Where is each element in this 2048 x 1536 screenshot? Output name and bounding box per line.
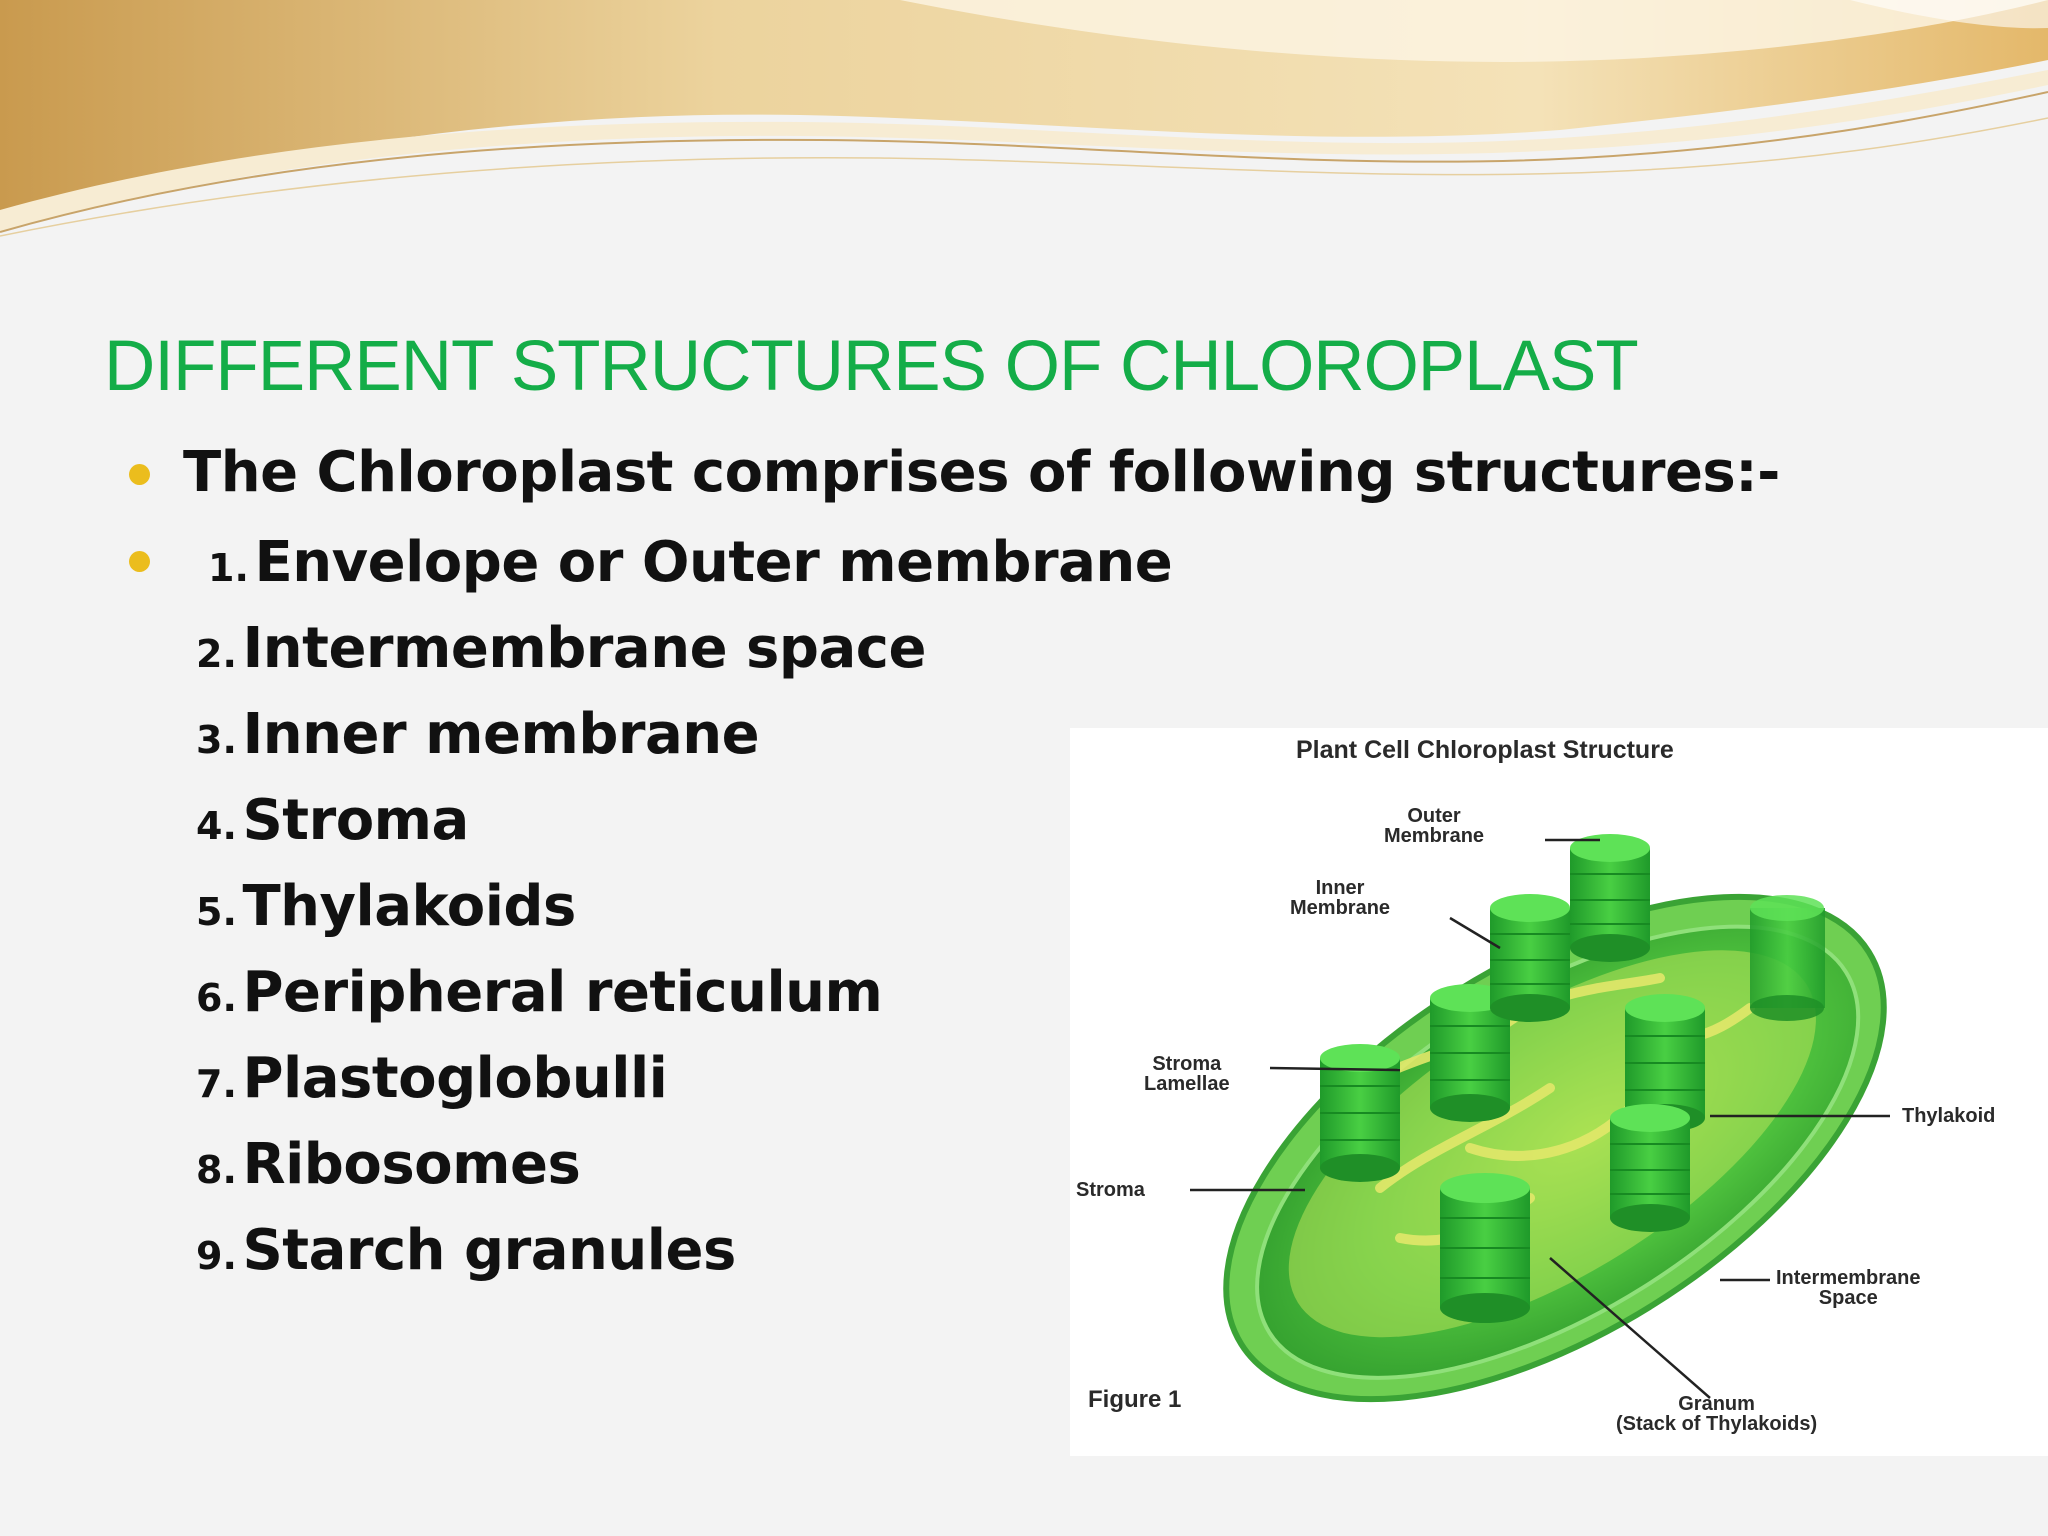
label-line: Lamellae bbox=[1144, 1073, 1230, 1095]
list-item-label: Intermembrane space bbox=[242, 616, 926, 681]
list-item: 2. Intermembrane space bbox=[196, 616, 926, 681]
list-item-number: 8. bbox=[196, 1148, 237, 1192]
list-item-label: Inner membrane bbox=[242, 702, 760, 767]
bullet-icon bbox=[129, 464, 150, 485]
list-item: 6. Peripheral reticulum bbox=[196, 960, 883, 1025]
label-line: Intermembrane bbox=[1776, 1267, 1921, 1289]
list-item-number: 7. bbox=[196, 1062, 237, 1106]
list-item-label: Stroma bbox=[242, 788, 469, 853]
chloroplast-illustration bbox=[1190, 834, 1890, 1403]
list-item: 1. Envelope or Outer membrane bbox=[208, 530, 1173, 595]
list-item-number: 4. bbox=[196, 804, 237, 848]
list-item-number: 1. bbox=[208, 546, 249, 590]
label-stroma: Stroma bbox=[1076, 1179, 1145, 1201]
list-item-number: 6. bbox=[196, 976, 237, 1020]
label-line: Inner bbox=[1315, 877, 1365, 899]
decorative-banner bbox=[0, 0, 2048, 237]
list-item: 5. Thylakoids bbox=[196, 874, 576, 939]
list-item-label: Ribosomes bbox=[242, 1132, 581, 1197]
list-item-label: Starch granules bbox=[242, 1218, 736, 1283]
figure-caption: Figure 1 bbox=[1088, 1386, 1182, 1413]
label-inner-membrane: Inner Membrane bbox=[1290, 878, 1390, 918]
list-item-number: 3. bbox=[196, 718, 237, 762]
label-line: Granum bbox=[1678, 1393, 1755, 1415]
intro-text: The Chloroplast comprises of following s… bbox=[183, 440, 1780, 505]
granum-stacks bbox=[1320, 834, 1825, 1323]
label-outer-membrane: Outer Membrane bbox=[1384, 806, 1484, 846]
figure-heading: Plant Cell Chloroplast Structure bbox=[1296, 736, 1674, 764]
list-item-number: 2. bbox=[196, 632, 237, 676]
bullet-icon bbox=[129, 551, 150, 572]
list-item-number: 9. bbox=[196, 1234, 237, 1278]
label-granum: Granum (Stack of Thylakoids) bbox=[1616, 1394, 1817, 1434]
list-item-label: Peripheral reticulum bbox=[242, 960, 883, 1025]
label-line: Stroma bbox=[1152, 1053, 1222, 1075]
label-line: Membrane bbox=[1290, 897, 1391, 919]
label-thylakoid: Thylakoid bbox=[1902, 1105, 1996, 1127]
label-intermembrane-space: Intermembrane Space bbox=[1776, 1268, 1921, 1308]
list-item-number: 5. bbox=[196, 890, 237, 934]
label-stroma-lamellae: Stroma Lamellae bbox=[1144, 1054, 1230, 1094]
list-item-label: Plastoglobulli bbox=[242, 1046, 668, 1111]
list-item: 3. Inner membrane bbox=[196, 702, 760, 767]
list-item: 9. Starch granules bbox=[196, 1218, 736, 1283]
list-item-label: Envelope or Outer membrane bbox=[254, 530, 1173, 595]
label-line: (Stack of Thylakoids) bbox=[1616, 1413, 1818, 1435]
chloroplast-figure: Plant Cell Chloroplast Structure Outer M… bbox=[1070, 728, 2048, 1456]
label-line: Space bbox=[1818, 1287, 1878, 1309]
list-item: 7. Plastoglobulli bbox=[196, 1046, 668, 1111]
list-item: 8. Ribosomes bbox=[196, 1132, 581, 1197]
label-line: Membrane bbox=[1384, 825, 1485, 847]
slide-title: DIFFERENT STRUCTURES OF CHLOROPLAST bbox=[104, 327, 1639, 406]
list-item-label: Thylakoids bbox=[242, 874, 576, 939]
list-item: 4. Stroma bbox=[196, 788, 469, 853]
label-line: Outer bbox=[1407, 805, 1461, 827]
